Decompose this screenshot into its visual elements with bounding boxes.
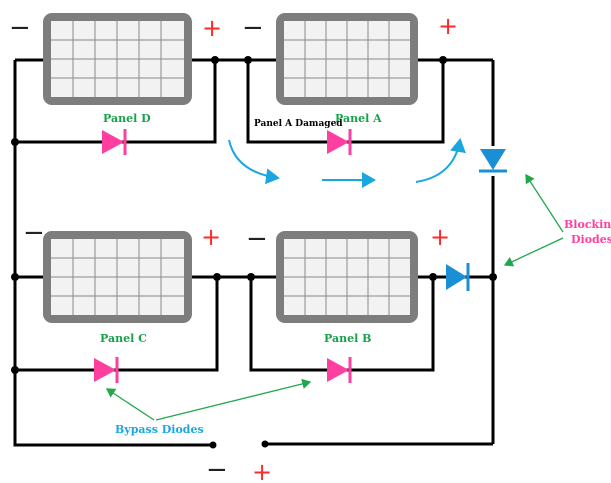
current-flow-arrows bbox=[228, 138, 466, 188]
junction-node bbox=[244, 56, 252, 64]
pointer-arrow bbox=[525, 173, 564, 233]
panel-b bbox=[276, 231, 418, 323]
junction-node bbox=[213, 273, 221, 281]
junction-node bbox=[11, 366, 19, 374]
bypass-diodes-label: Bypass Diodes bbox=[115, 423, 204, 436]
terminal-negative bbox=[209, 441, 217, 449]
positive-sign: + bbox=[438, 12, 458, 40]
negative-sign: − bbox=[9, 13, 31, 43]
pointer-arrow bbox=[503, 237, 564, 267]
positive-sign: + bbox=[202, 14, 222, 42]
junction-node bbox=[439, 56, 447, 64]
blocking-diodes-label-line2: Diodes bbox=[571, 233, 611, 246]
labels: Panel D Panel A Panel A Damaged Panel C … bbox=[100, 112, 611, 436]
pointer-arrow bbox=[155, 378, 312, 421]
polarity-signs: − + − + − + − + − + bbox=[9, 12, 458, 483]
bypass-diode-b bbox=[327, 357, 352, 383]
annotation-pointers bbox=[105, 173, 564, 421]
blocking-diode-right bbox=[446, 263, 470, 291]
bypass-diode-a bbox=[327, 129, 352, 155]
panel-a bbox=[276, 13, 418, 105]
junction-node bbox=[11, 138, 19, 146]
flow-arrow bbox=[415, 138, 466, 183]
negative-sign: − bbox=[242, 13, 264, 43]
junction-nodes bbox=[11, 56, 497, 449]
blocking-diode-top bbox=[479, 146, 507, 176]
panel-d bbox=[43, 13, 192, 105]
positive-sign: + bbox=[201, 223, 221, 251]
panel-a-label: Panel A bbox=[335, 112, 382, 125]
pointer-arrow bbox=[105, 388, 155, 421]
bypass-diode-d bbox=[102, 129, 127, 155]
output-negative-sign: − bbox=[206, 455, 228, 483]
junction-node bbox=[247, 273, 255, 281]
flow-arrow bbox=[228, 139, 280, 185]
negative-sign: − bbox=[23, 218, 45, 248]
panel-d-label: Panel D bbox=[103, 112, 151, 125]
negative-sign: − bbox=[246, 224, 268, 254]
blocking-diodes-label-line1: Blocking bbox=[564, 218, 611, 231]
junction-node bbox=[429, 273, 437, 281]
positive-sign: + bbox=[430, 223, 450, 251]
output-positive-sign: + bbox=[252, 458, 272, 483]
panel-c-label: Panel C bbox=[100, 332, 147, 345]
panel-a-damaged-label: Panel A Damaged bbox=[254, 119, 343, 129]
bypass-diode-c bbox=[94, 357, 119, 383]
junction-node bbox=[11, 273, 19, 281]
terminal-positive bbox=[261, 440, 269, 448]
junction-node bbox=[211, 56, 219, 64]
junction-node bbox=[489, 273, 497, 281]
panel-c bbox=[43, 231, 192, 323]
panel-b-label: Panel B bbox=[324, 332, 371, 345]
